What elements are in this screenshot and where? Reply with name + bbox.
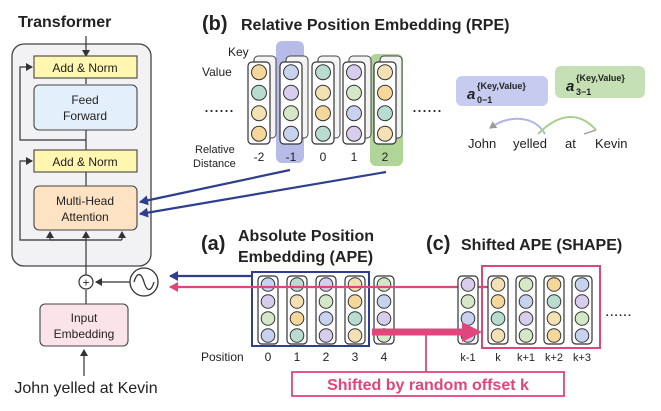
shape-vector-2: [515, 275, 537, 345]
rpe-dots-left: ......: [204, 96, 234, 116]
add-norm-top-box: [33, 55, 138, 79]
ape-title-1: Absolute Position: [238, 228, 374, 245]
plus-circle: [78, 274, 94, 290]
rpe-distance-4: 2: [382, 150, 389, 164]
rpe-vector-0: [247, 55, 277, 145]
a01-main: a: [467, 86, 475, 103]
shift-arrow-head: [462, 322, 482, 342]
rpe-vector-1: [279, 55, 309, 145]
add-norm-top-label: Add & Norm: [52, 61, 117, 75]
ape-section: (a) Absolute Position Embedding (APE) Po…: [201, 228, 395, 364]
multi-head-attention-box: [33, 185, 138, 231]
rpe-distance-3: 1: [351, 150, 358, 164]
shape-title: Shifted APE (SHAPE): [461, 237, 622, 254]
a01-sup: {Key,Value}: [477, 81, 526, 91]
word-yelled: yelled: [513, 136, 547, 151]
key-label: Key: [228, 45, 249, 59]
transformer-block: Transformer Add & Norm Feed Forward Add …: [11, 14, 159, 397]
shape-position-0: k-1: [460, 352, 475, 364]
rpe-distance-0: -2: [254, 150, 265, 164]
input-sentence: John yelled at Kevin: [14, 380, 157, 397]
mha-label-2: Attention: [61, 210, 108, 224]
feed-forward-box: [33, 84, 138, 131]
a31-sup: {Key,Value}: [576, 73, 625, 83]
rpe-vector-2: [311, 55, 341, 145]
shape-vector-1: [487, 275, 509, 345]
mha-label-1: Multi-Head: [56, 194, 114, 208]
rpe-distance-2: 0: [320, 150, 327, 164]
ape-position-2: 2: [323, 350, 330, 364]
a31-main: a: [566, 78, 574, 95]
rpe-title: Relative Position Embedding (RPE): [241, 17, 509, 34]
shape-dots: ......: [605, 303, 632, 320]
shape-section: (c) Shifted APE (SHAPE) ...... k-1 k k+1 k+…: [291, 233, 632, 397]
relative-label-2: Distance: [193, 158, 236, 170]
ape-title-2: Embedding (APE): [238, 249, 373, 266]
ape-position-labels: 0 1 2 3 4: [265, 350, 388, 364]
input-embedding-label-2: Embedding: [54, 327, 115, 341]
rpe-stacks: [247, 55, 403, 145]
relative-label-1: Relative: [195, 144, 235, 156]
ape-position-0: 0: [265, 350, 272, 364]
rpe-distance-labels: -2 -1 0 1 2: [254, 150, 389, 164]
rpe-distance-1: -1: [286, 150, 297, 164]
ape-position-1: 1: [294, 350, 301, 364]
rpe-letter: (b): [202, 13, 228, 35]
input-embedding-label-1: Input: [71, 311, 98, 325]
ape-letter: (a): [201, 233, 225, 255]
rpe-dots-right: ......: [412, 96, 442, 116]
rpe-vector-4: [373, 55, 403, 145]
feed-forward-label-2: Forward: [63, 109, 107, 123]
word-kevin: Kevin: [595, 136, 628, 151]
rpe-section: (b) Relative Position Embedding (RPE) Ke…: [193, 13, 645, 170]
position-label: Position: [201, 350, 244, 364]
word-at: at: [565, 136, 576, 151]
input-embedding-box: [39, 303, 129, 347]
shape-position-2: k+1: [517, 352, 535, 364]
a31-sub: 3−1: [576, 87, 591, 97]
ape-frame: [251, 271, 370, 347]
add-norm-mid-label: Add & Norm: [52, 155, 117, 169]
a01-sub: 0−1: [477, 95, 492, 105]
shape-frame: [481, 265, 601, 349]
plus-sign: +: [82, 276, 89, 290]
ape-vector-1: [286, 275, 308, 345]
ape-position-4: 4: [381, 350, 388, 364]
shape-position-3: k+2: [545, 352, 563, 364]
offset-label-box: [291, 371, 565, 397]
rpe-to-mha-arrow-1: [139, 168, 291, 206]
ape-position-3: 3: [352, 350, 359, 364]
rpe-to-mha-arrow-2: [139, 170, 387, 218]
shape-position-4: k+3: [573, 352, 591, 364]
offset-label: Shifted by random offset k: [327, 377, 529, 394]
shape-stacks: [457, 275, 593, 345]
value-label: Value: [202, 65, 232, 79]
shape-position-labels: k-1 k k+1 k+2 k+3: [460, 352, 591, 364]
add-norm-mid-box: [33, 149, 138, 173]
feed-forward-label-1: Feed: [71, 93, 98, 107]
shape-vector-4: [571, 275, 593, 345]
shape-vector-3: [543, 275, 565, 345]
a31-pill: [555, 66, 645, 98]
shape-letter: (c): [426, 233, 450, 255]
shape-position-1: k: [495, 352, 501, 364]
transformer-title: Transformer: [18, 14, 111, 31]
rpe-vector-3: [342, 55, 372, 145]
a01-pill: [456, 76, 548, 106]
word-john: John: [468, 136, 496, 151]
